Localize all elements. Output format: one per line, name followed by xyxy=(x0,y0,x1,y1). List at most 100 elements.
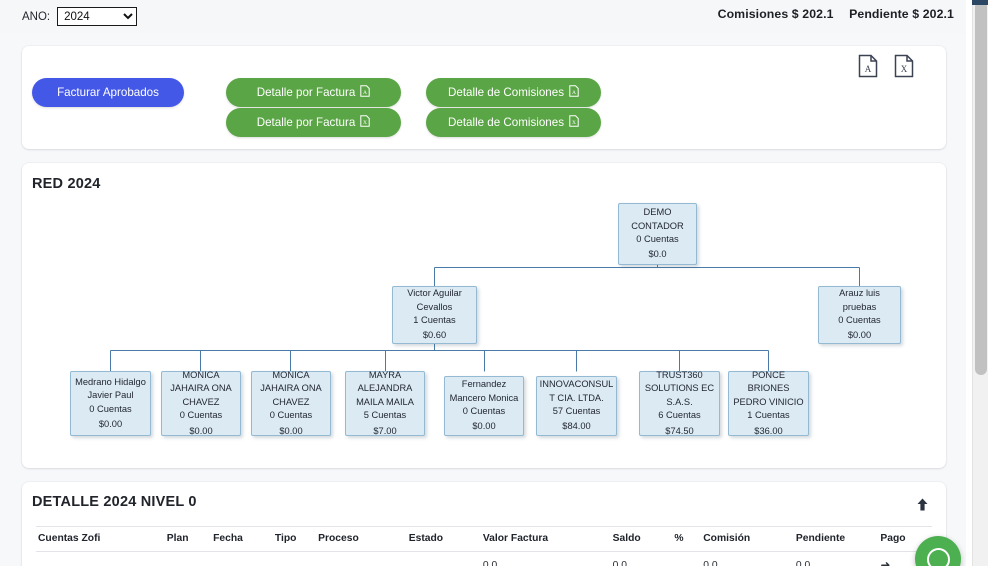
node-cuentas: 0 Cuentas xyxy=(269,410,313,421)
cell-saldo: 0.0 xyxy=(610,551,673,566)
node-cuentas: 0 Cuentas xyxy=(462,406,506,416)
col-tipo[interactable]: Tipo xyxy=(272,526,317,552)
cell-plan xyxy=(164,551,212,566)
org-chart: DEMO CONTADOR 0 Cuentas $0.0 Victor Agui… xyxy=(22,203,946,463)
button-label: Detalle de Comisiones xyxy=(448,116,564,129)
detalle-table: Cuentas Zofi Plan Fecha Tipo Proceso Est… xyxy=(36,526,932,566)
detalle-card: DETALLE 2024 NIVEL 0 Cuentas Zofi Plan F… xyxy=(22,482,946,566)
detalle-por-factura-excel-button[interactable]: Detalle por Factura X xyxy=(226,108,401,137)
year-select[interactable]: 2024 xyxy=(57,7,138,26)
cell-valor-factura: 0.0 xyxy=(480,551,611,566)
arrow-up-icon[interactable] xyxy=(912,494,932,514)
cell-comision: 0.0 xyxy=(701,551,794,566)
node-name: Victor Aguilar Cevallos xyxy=(407,288,462,312)
button-label: Detalle por Factura xyxy=(256,86,356,99)
org-node-arauz-luis[interactable]: Arauz luis pruebas 0 Cuentas $0.00 xyxy=(818,286,901,344)
node-amount: $7.00 xyxy=(373,425,397,436)
col-plan[interactable]: Plan xyxy=(164,526,212,552)
scrollbar-corner xyxy=(972,0,988,5)
col-valor-factura[interactable]: Valor Factura xyxy=(480,526,611,552)
cell-proceso xyxy=(316,551,407,566)
svg-text:A: A xyxy=(865,64,872,74)
col-fecha[interactable]: Fecha xyxy=(211,526,273,552)
org-node-victor-aguilar[interactable]: Victor Aguilar Cevallos 1 Cuentas $0.60 xyxy=(392,286,477,344)
svg-text:A: A xyxy=(363,90,367,96)
node-amount: $0.00 xyxy=(189,425,213,436)
detalle-title: DETALLE 2024 NIVEL 0 xyxy=(32,494,197,510)
comisiones-total: Comisiones $ 202.1 xyxy=(717,7,834,21)
table-header-row: Cuentas Zofi Plan Fecha Tipo Proceso Est… xyxy=(36,526,932,552)
export-icons: A X xyxy=(858,54,914,78)
node-name: Fernandez Mancero Monica xyxy=(449,379,519,403)
action-buttons: Facturar Aprobados Detalle por Factura A… xyxy=(32,78,604,137)
org-node-mayra-maila[interactable]: MAYRA ALEJANDRA MAILA MAILA 5 Cuentas $7… xyxy=(345,369,425,436)
node-amount: $36.00 xyxy=(754,425,783,436)
totals-summary: Comisiones $ 202.1 Pendiente $ 202.1 xyxy=(706,7,954,21)
col-saldo[interactable]: Saldo xyxy=(610,526,673,552)
node-cuentas: 6 Cuentas xyxy=(658,410,701,421)
button-label: Detalle de Comisiones xyxy=(448,86,564,99)
org-node-ponce-briones[interactable]: PONCE BRIONES PEDRO VINICIO 1 Cuentas $3… xyxy=(728,369,809,436)
node-cuentas: 0 Cuentas xyxy=(636,234,679,244)
excel-file-icon: X xyxy=(360,115,370,130)
svg-text:X: X xyxy=(901,64,908,74)
org-node-trust360[interactable]: TRUST360 SOLUTIONS EC S.A.S. 6 Cuentas $… xyxy=(639,369,720,436)
red-title: RED 2024 xyxy=(32,176,101,192)
org-node-fernandez-mancero[interactable]: Fernandez Mancero Monica 0 Cuentas $0.00 xyxy=(444,376,524,436)
node-cuentas: 1 Cuentas xyxy=(413,315,456,325)
node-name: PONCE BRIONES PEDRO VINICIO xyxy=(733,369,804,407)
cell-porcentaje xyxy=(672,551,702,566)
excel-file-icon[interactable]: X xyxy=(894,54,914,78)
node-amount: $0.00 xyxy=(472,421,496,432)
cell-cuentas-zofi xyxy=(36,551,165,566)
cell-estado xyxy=(406,551,481,566)
node-name: MAYRA ALEJANDRA MAILA MAILA xyxy=(356,369,414,407)
facturar-aprobados-button[interactable]: Facturar Aprobados xyxy=(32,78,184,107)
org-node-root[interactable]: DEMO CONTADOR 0 Cuentas $0.0 xyxy=(618,203,697,265)
svg-text:X: X xyxy=(572,120,576,126)
cell-fecha xyxy=(211,551,273,566)
node-name: MONICA JAHAIRA ONA CHAVEZ xyxy=(260,369,322,407)
org-node-medrano-hidalgo[interactable]: Medrano Hidalgo Javier Paul 0 Cuentas $0… xyxy=(70,371,151,436)
button-label: Detalle por Factura xyxy=(256,116,356,129)
actions-card: A X Facturar Aprobados Detalle por Factu… xyxy=(22,46,946,149)
node-amount: $84.00 xyxy=(562,421,591,432)
detalle-de-comisiones-pdf-button[interactable]: Detalle de Comisiones A xyxy=(426,78,601,107)
org-node-monica-ona-1[interactable]: MONICA JAHAIRA ONA CHAVEZ 0 Cuentas $0.0… xyxy=(161,369,241,436)
detalle-por-factura-pdf-button[interactable]: Detalle por Factura A xyxy=(226,78,401,107)
svg-text:A: A xyxy=(572,90,576,96)
node-amount: $0.00 xyxy=(279,425,303,436)
node-amount: $0.00 xyxy=(98,418,123,429)
col-comision[interactable]: Comisión xyxy=(701,526,794,552)
node-name: TRUST360 SOLUTIONS EC S.A.S. xyxy=(644,369,715,407)
col-cuentas-zofi[interactable]: Cuentas Zofi xyxy=(36,526,165,552)
col-porcentaje[interactable]: % xyxy=(672,526,702,552)
year-filter: ANO: 2024 xyxy=(22,7,138,26)
node-cuentas: 1 Cuentas xyxy=(747,410,790,421)
col-estado[interactable]: Estado xyxy=(406,526,481,552)
table-row[interactable]: 0.0 0.0 0.0 0.0 ➜ xyxy=(36,551,932,566)
chat-ring xyxy=(926,547,950,566)
node-name: Medrano Hidalgo Javier Paul xyxy=(75,376,146,401)
node-cuentas: 0 Cuentas xyxy=(838,315,881,325)
vertical-scrollbar[interactable] xyxy=(972,0,988,566)
col-pendiente[interactable]: Pendiente xyxy=(793,526,879,552)
cell-tipo xyxy=(272,551,317,566)
node-amount: $0.00 xyxy=(847,330,872,341)
detalle-de-comisiones-excel-button[interactable]: Detalle de Comisiones X xyxy=(426,108,601,137)
node-amount: $74.50 xyxy=(665,425,694,436)
pdf-file-icon[interactable]: A xyxy=(858,54,878,78)
node-cuentas: 5 Cuentas xyxy=(363,410,407,421)
org-node-innovaconsult[interactable]: INNOVACONSUL T CIA. LTDA. 57 Cuentas $84… xyxy=(536,376,617,436)
node-name: MONICA JAHAIRA ONA CHAVEZ xyxy=(170,369,232,407)
scrollbar-thumb[interactable] xyxy=(975,1,987,375)
org-node-monica-ona-2[interactable]: MONICA JAHAIRA ONA CHAVEZ 0 Cuentas $0.0… xyxy=(251,369,331,436)
top-bar: ANO: 2024 Comisiones $ 202.1 Pendiente $… xyxy=(0,0,972,33)
node-cuentas: 0 Cuentas xyxy=(179,410,223,421)
col-proceso[interactable]: Proceso xyxy=(316,526,407,552)
svg-text:X: X xyxy=(363,120,367,126)
node-name: INNOVACONSUL T CIA. LTDA. xyxy=(539,379,614,403)
node-cuentas: 0 Cuentas xyxy=(89,403,132,414)
whatsapp-chat-icon[interactable] xyxy=(915,536,961,566)
